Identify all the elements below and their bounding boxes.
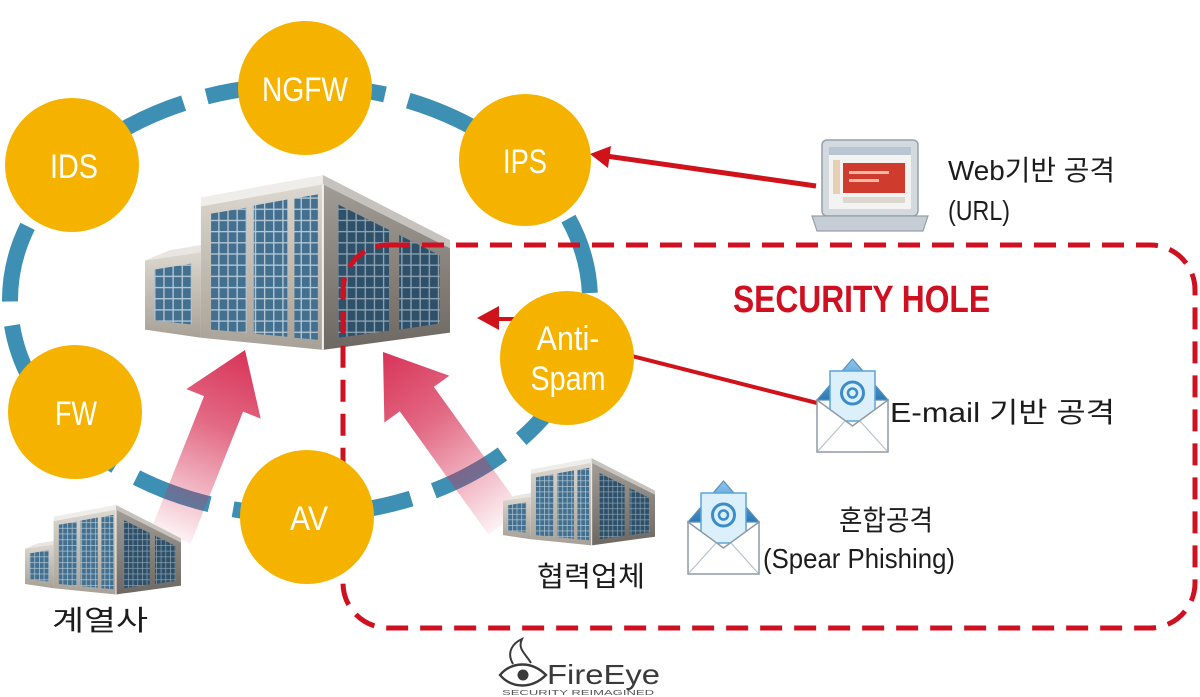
security-hole-title: SECURITY HOLE	[733, 279, 990, 321]
web-attack-sublabel: (URL)	[948, 195, 1010, 226]
web-attack-label: Web기반 공격	[948, 155, 1115, 186]
layer-anti-spam-label-line1: Anti-	[537, 320, 600, 358]
email-attack-line	[627, 353, 818, 405]
page-banner-line	[849, 179, 879, 182]
mixed-attack-sublabel: (Spear Phishing)	[763, 543, 955, 574]
fireeye-logo: FireEye SECURITY REIMAGINED	[498, 636, 660, 697]
layer-fw-circle	[8, 345, 142, 479]
logo-tagline: SECURITY REIMAGINED	[502, 688, 655, 697]
building-icon	[145, 175, 450, 351]
layer-ips-label: IPS	[503, 143, 547, 181]
layer-ngfw-label: NGFW	[262, 71, 348, 109]
laptop-base	[811, 215, 929, 232]
layer-fw: FW	[8, 345, 142, 479]
affiliate-label: 계열사	[52, 605, 148, 636]
page-sidebar	[833, 160, 840, 194]
layer-ips-circle	[459, 94, 591, 226]
browser-bar	[829, 147, 911, 155]
layer-av-circle	[240, 450, 374, 584]
layer-ngfw-circle	[238, 21, 372, 155]
web-attack-arrowhead	[590, 146, 611, 168]
page-banner-line	[849, 171, 889, 174]
layer-anti-spam-label-line2: Spam	[531, 360, 606, 398]
anti-spam-bypass-arrowhead	[477, 306, 499, 330]
email-attack-label: E-mail 기반 공격	[890, 397, 1115, 428]
layer-anti-spam-circle	[500, 291, 634, 425]
page-banner	[843, 163, 905, 193]
laptop-icon	[811, 139, 929, 232]
partner-inbound-arrow	[383, 352, 523, 535]
layer-ids: IDS	[5, 98, 139, 232]
email-icon	[815, 357, 890, 454]
spear-phishing-email-icon	[686, 479, 761, 576]
eye-flame	[509, 636, 532, 665]
layer-av: AV	[240, 450, 374, 584]
eye-outline	[498, 663, 548, 687]
partner-label: 협력업체	[537, 561, 645, 592]
layer-ids-label: IDS	[50, 148, 98, 186]
layer-anti-spam: Anti- Spam	[500, 291, 634, 425]
layer-ips: IPS	[459, 94, 591, 226]
layer-av-label: AV	[290, 500, 328, 538]
security-hole-frame	[340, 242, 1198, 631]
web-attack-line	[605, 153, 817, 189]
layer-fw-label: FW	[55, 395, 97, 433]
affiliate-inbound-arrow	[151, 350, 261, 544]
logo-brand: FireEye	[547, 659, 660, 690]
eye-pupil	[517, 669, 529, 681]
fireeye-eye-icon	[498, 636, 548, 687]
page-footer	[843, 197, 905, 203]
layer-ids-circle	[5, 98, 139, 232]
mixed-attack-label: 혼합공격	[839, 505, 933, 536]
layer-ngfw: NGFW	[238, 21, 372, 155]
partner-building-icon	[503, 458, 655, 546]
